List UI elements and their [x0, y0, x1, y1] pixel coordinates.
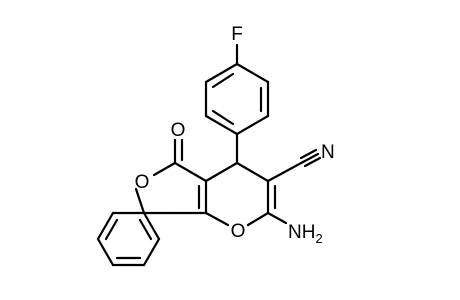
- bond: [152, 161, 177, 177]
- bond: [96, 237, 115, 267]
- bond: [142, 237, 161, 267]
- bond: [204, 161, 239, 183]
- bond: [142, 211, 161, 241]
- double-bond-inner: [104, 218, 119, 241]
- pyran-ring: [197, 161, 277, 227]
- triple-bond: [303, 156, 322, 168]
- lactone-oxygen-label: O: [135, 172, 150, 193]
- nitrile-nitrogen-label: N: [321, 142, 335, 163]
- bond: [204, 62, 239, 84]
- triple-bond: [299, 148, 318, 160]
- bond: [235, 62, 270, 84]
- triple-bond: [301, 152, 320, 164]
- amino-label: NH2: [288, 222, 323, 246]
- double-bond-inner: [211, 109, 235, 126]
- bond: [235, 114, 270, 136]
- bond: [96, 211, 115, 241]
- bond: [134, 187, 146, 215]
- lactone-ring: [134, 161, 208, 215]
- nitrile-bond: [266, 160, 305, 183]
- bond: [235, 161, 270, 183]
- carbonyl-oxygen-label: O: [171, 120, 186, 141]
- benzo-ring: [96, 211, 161, 267]
- amino-bond: [266, 211, 288, 225]
- bond: [204, 114, 239, 136]
- fluorine-label: F: [231, 24, 243, 45]
- fluorophenyl-ring: [204, 62, 270, 136]
- double-bond-inner: [211, 72, 235, 89]
- bond: [173, 161, 208, 183]
- bond: [204, 211, 230, 227]
- pyran-oxygen-label: O: [231, 221, 246, 242]
- bond: [246, 211, 270, 227]
- double-bond-inner: [138, 218, 153, 241]
